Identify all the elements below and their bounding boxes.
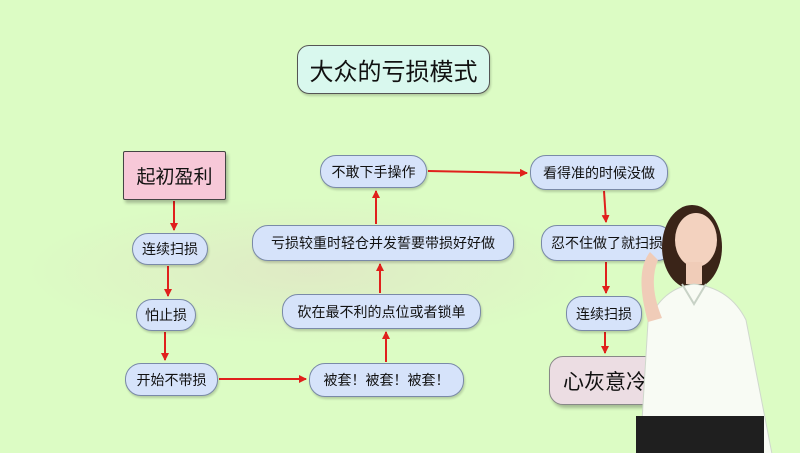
- flow-node-consecutive-stop-loss-2: 连续扫损: [566, 296, 642, 331]
- flow-node-no-stop-loss: 开始不带损: [125, 363, 218, 396]
- flow-node-afraid-to-trade: 不敢下手操作: [320, 155, 427, 188]
- arrow-n7-to-n8: [427, 168, 528, 177]
- flow-node-missed-sure-trade: 看得准的时候没做: [530, 155, 668, 190]
- flow-node-cut-at-worst-point: 砍在最不利的点位或者锁单: [282, 294, 481, 329]
- flow-node-start: 起初盈利: [123, 151, 226, 200]
- flow-node-light-position-vow: 亏损较重时轻仓并发誓要带损好好做: [252, 225, 514, 261]
- flow-node-trapped: 被套！被套！被套！: [309, 363, 464, 397]
- flow-node-consecutive-stop-loss: 连续扫损: [132, 233, 208, 265]
- page-title: 大众的亏损模式: [297, 45, 490, 94]
- flow-node-end: 心灰意冷: [549, 356, 661, 405]
- arrow-n8-to-n9: [601, 190, 610, 223]
- flow-node-afraid-of-stop-loss: 怕止损: [136, 299, 196, 331]
- presenter-figure: [636, 205, 773, 453]
